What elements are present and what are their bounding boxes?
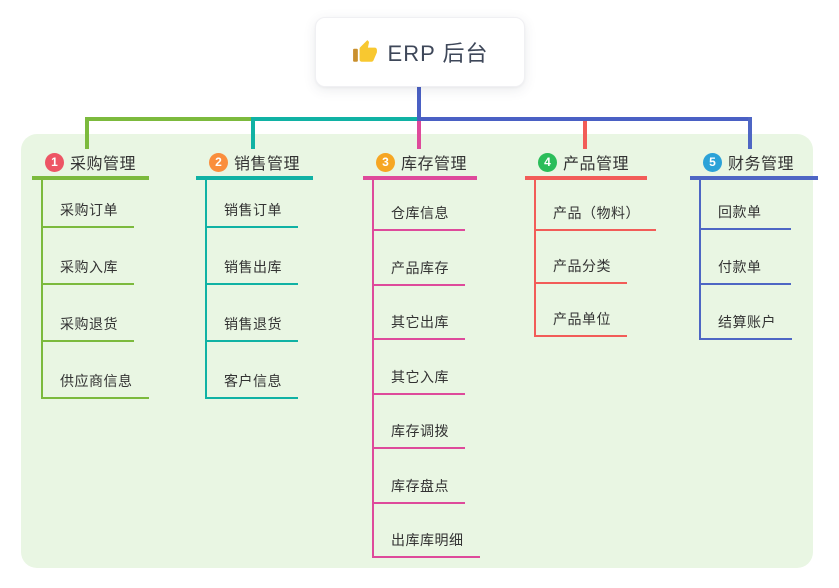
children-purchase: 采购订单 采购入库 采购退货 供应商信息 <box>41 180 149 399</box>
column-title: 财务管理 <box>728 156 795 173</box>
leaf-topic[interactable]: 产品分类 <box>536 231 627 284</box>
leaf-topic[interactable]: 库存盘点 <box>374 449 465 504</box>
children-inventory: 仓库信息 产品库存 其它出库 其它入库 库存调拨 库存盘点 出库库明细 <box>372 180 480 558</box>
column-title: 销售管理 <box>234 156 301 173</box>
children-product: 产品（物料） 产品分类 产品单位 <box>534 180 656 337</box>
column-product: 4 产品管理 产品（物料） 产品分类 产品单位 <box>525 148 656 337</box>
branch-line-right <box>417 117 752 121</box>
drop-line-inventory <box>417 121 421 149</box>
branch-line-sales <box>253 117 417 121</box>
leaf-topic[interactable]: 结算账户 <box>701 285 792 340</box>
root-connector <box>417 84 421 121</box>
column-number-badge: 1 <box>45 152 64 172</box>
column-sales: 2 销售管理 销售订单 销售出库 销售退货 客户信息 <box>196 148 313 399</box>
leaf-topic[interactable]: 其它入库 <box>374 340 465 395</box>
leaf-topic[interactable]: 出库库明细 <box>374 504 480 558</box>
leaf-topic[interactable]: 仓库信息 <box>374 180 465 231</box>
leaf-topic[interactable]: 销售订单 <box>207 180 298 228</box>
leaf-topic[interactable]: 回款单 <box>701 180 791 230</box>
leaf-topic[interactable]: 其它出库 <box>374 286 465 340</box>
drop-line-sales <box>251 117 255 149</box>
topic-product[interactable]: 4 产品管理 <box>525 148 647 180</box>
thumbs-up-icon <box>352 39 378 65</box>
drop-line-finance <box>748 117 752 149</box>
topic-sales[interactable]: 2 销售管理 <box>196 148 313 180</box>
column-number-badge: 4 <box>538 152 557 172</box>
column-number-badge: 2 <box>209 152 228 172</box>
column-title: 库存管理 <box>401 156 468 173</box>
column-inventory: 3 库存管理 仓库信息 产品库存 其它出库 其它入库 库存调拨 库存盘点 出库库… <box>363 148 480 558</box>
root-title: ERP 后台 <box>387 41 489 66</box>
leaf-topic[interactable]: 采购入库 <box>43 228 134 285</box>
children-finance: 回款单 付款单 结算账户 <box>699 180 818 340</box>
drop-line-purchase <box>85 117 89 149</box>
branch-line-purchase <box>85 117 253 121</box>
leaf-topic[interactable]: 采购退货 <box>43 285 134 342</box>
leaf-topic[interactable]: 产品单位 <box>536 284 627 337</box>
column-title: 产品管理 <box>563 156 630 173</box>
column-number-badge: 3 <box>376 152 395 172</box>
leaf-topic[interactable]: 采购订单 <box>43 180 134 228</box>
leaf-topic[interactable]: 销售出库 <box>207 228 298 285</box>
column-purchase: 1 采购管理 采购订单 采购入库 采购退货 供应商信息 <box>32 148 149 399</box>
leaf-topic[interactable]: 客户信息 <box>207 342 298 399</box>
column-finance: 5 财务管理 回款单 付款单 结算账户 <box>690 148 818 340</box>
drop-line-product <box>583 121 587 149</box>
topic-inventory[interactable]: 3 库存管理 <box>363 148 477 180</box>
leaf-topic[interactable]: 产品（物料） <box>536 180 656 231</box>
root-node[interactable]: ERP 后台 <box>315 17 525 87</box>
leaf-topic[interactable]: 销售退货 <box>207 285 298 342</box>
leaf-topic[interactable]: 供应商信息 <box>43 342 149 399</box>
column-number-badge: 5 <box>703 152 722 172</box>
leaf-topic[interactable]: 库存调拨 <box>374 395 465 449</box>
leaf-topic[interactable]: 付款单 <box>701 230 791 285</box>
group-panel <box>21 134 813 568</box>
topic-finance[interactable]: 5 财务管理 <box>690 148 818 180</box>
column-title: 采购管理 <box>70 156 137 173</box>
leaf-topic[interactable]: 产品库存 <box>374 231 465 286</box>
children-sales: 销售订单 销售出库 销售退货 客户信息 <box>205 180 313 399</box>
topic-purchase[interactable]: 1 采购管理 <box>32 148 149 180</box>
